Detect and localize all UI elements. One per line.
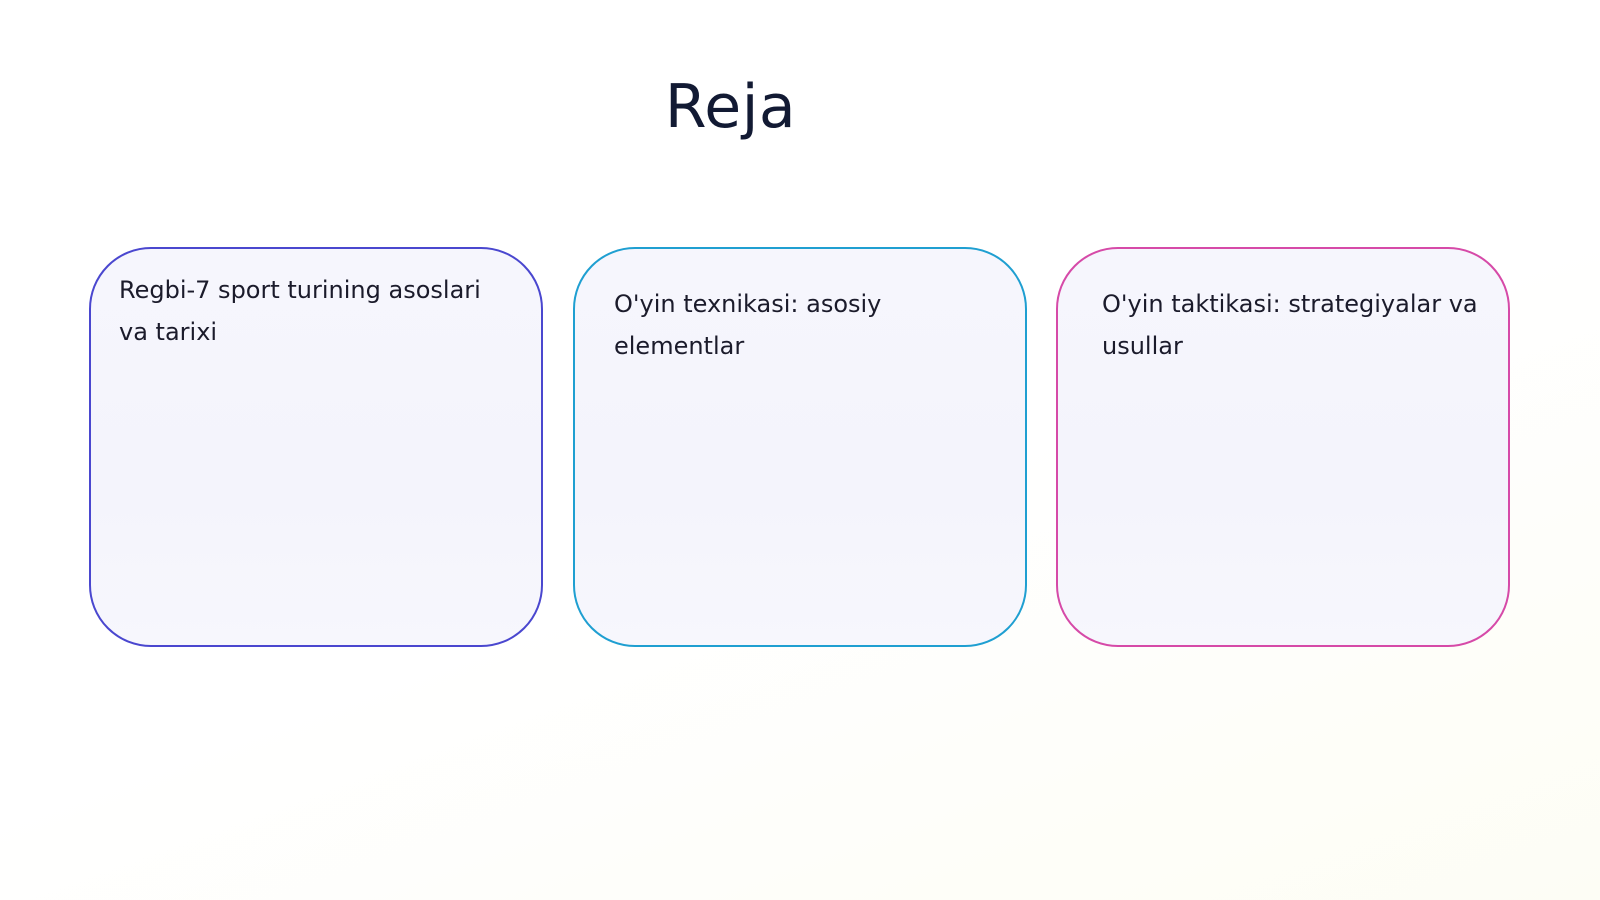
plan-card-3-text: O'yin taktikasi: strategiyalar va usulla… [1102,290,1478,360]
plan-card-1-text: Regbi-7 sport turining asoslari va tarix… [119,276,481,346]
plan-card-2-text: O'yin texnikasi: asosiy elementlar [614,290,882,360]
plan-card-1: Regbi-7 sport turining asoslari va tarix… [89,247,543,647]
slide-title: Reja [664,72,797,142]
plan-card-3: O'yin taktikasi: strategiyalar va usulla… [1056,247,1510,647]
plan-card-2: O'yin texnikasi: asosiy elementlar [573,247,1027,647]
